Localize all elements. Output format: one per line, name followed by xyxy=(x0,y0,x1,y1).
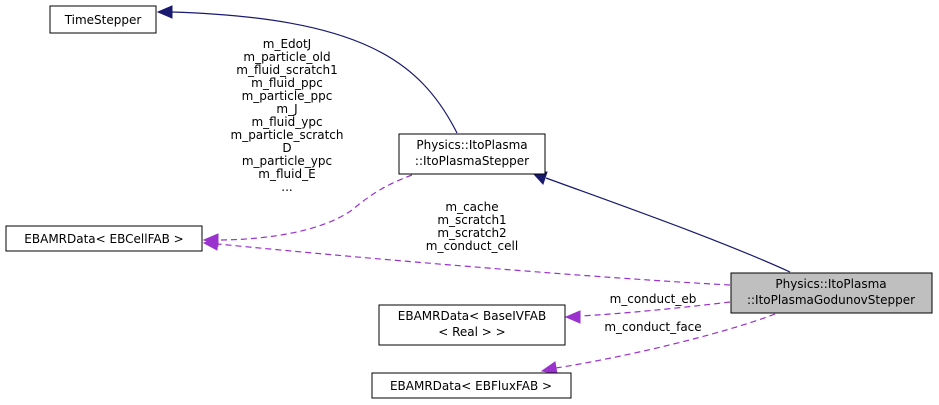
edge-godunov-to-baseivfab xyxy=(564,301,731,324)
node-label-ebamr-ebcellfab: EBAMRData< EBCellFAB > xyxy=(24,232,183,246)
node-time-stepper[interactable]: TimeStepper xyxy=(49,5,157,34)
node-label-ito-plasma-stepper-line1: Physics::ItoPlasma xyxy=(416,138,527,152)
node-ebamr-baseivfab[interactable]: EBAMRData< BaseIVFAB < Real > > xyxy=(378,304,566,346)
node-ito-plasma-stepper[interactable]: Physics::ItoPlasma ::ItoPlasmaStepper xyxy=(398,133,546,175)
node-label-baseivfab-line1: EBAMRData< BaseIVFAB xyxy=(398,309,546,323)
edge-label-line: m_cache xyxy=(445,200,498,214)
node-ito-plasma-godunov-stepper[interactable]: Physics::ItoPlasma ::ItoPlasmaGodunovSte… xyxy=(730,272,933,314)
edge-label-line: m_particle_ypc xyxy=(242,154,332,168)
node-label-ebfluxfab: EBAMRData< EBFluxFAB > xyxy=(390,379,552,393)
edge-label-line: m_fluid_scratch1 xyxy=(236,63,337,77)
node-label-godunov-line2: ::ItoPlasmaGodunovStepper xyxy=(747,293,915,307)
edge-label-line: ... xyxy=(281,180,292,194)
edge-label-line: m_scratch1 xyxy=(437,213,506,227)
edge-label-line: m_particle_ppc xyxy=(242,89,333,103)
edge-stepper-inherits-timestepper xyxy=(156,5,458,134)
edge-godunov-to-ebcellfab xyxy=(202,237,731,286)
node-ebamr-ebfluxfab[interactable]: EBAMRData< EBFluxFAB > xyxy=(371,372,572,399)
node-ebamr-ebcellfab[interactable]: EBAMRData< EBCellFAB > xyxy=(5,225,203,252)
node-label-time-stepper: TimeStepper xyxy=(64,13,142,27)
edge-stepper-to-ebcellfab xyxy=(202,174,413,247)
edge-label-line: m_J xyxy=(276,102,297,116)
edge-label-conduct-face: m_conduct_face xyxy=(604,320,701,334)
edge-label-line: m_particle_old xyxy=(243,50,330,64)
edge-godunov-inherits-stepper xyxy=(531,171,791,273)
edge-label-line: m_scratch2 xyxy=(437,226,506,240)
node-label-baseivfab-line2: < Real > > xyxy=(438,325,505,339)
node-label-ito-plasma-stepper-line2: ::ItoPlasmaStepper xyxy=(415,154,529,168)
edge-label-line: D xyxy=(282,141,291,155)
edge-label-line: m_conduct_cell xyxy=(426,239,518,253)
edge-label-line: m_fluid_ppc xyxy=(251,76,323,90)
edge-label-line: m_fluid_ypc xyxy=(251,115,322,129)
edge-label-line: m_particle_scratch xyxy=(231,128,344,142)
edge-label-conduct-eb: m_conduct_eb xyxy=(610,292,697,306)
edge-label-line: m_EdotJ xyxy=(263,37,311,51)
edge-label-line: m_fluid_E xyxy=(258,167,315,181)
node-label-godunov-line1: Physics::ItoPlasma xyxy=(775,277,886,291)
